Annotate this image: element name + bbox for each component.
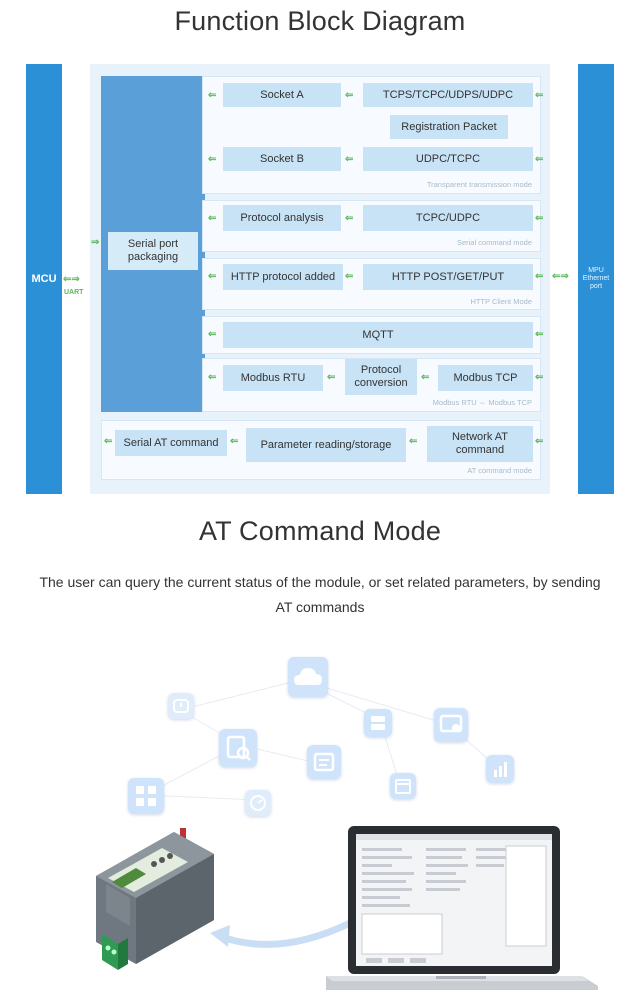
- protocol-conversion-block: Protocol conversion: [345, 359, 417, 395]
- socket-a-block: Socket A: [223, 83, 341, 107]
- network-icon: [128, 778, 164, 814]
- http-client-mode-label: HTTP Client Mode: [470, 297, 532, 306]
- http-methods-block: HTTP POST/GET/PUT: [363, 264, 533, 290]
- packaging-arrow-left-icon: ⇒: [91, 237, 100, 248]
- parameter-reading-storage-block: Parameter reading/storage: [246, 428, 406, 462]
- socket-a-protocols-block: TCPS/TCPC/UDPS/UDPC: [363, 83, 533, 107]
- calendar-icon: [390, 773, 416, 799]
- uart-arrow-icon: ⇐⇒: [63, 274, 80, 285]
- network-at-command-block: Network AT command: [427, 426, 533, 462]
- arrow-left-icon: ⇐: [535, 154, 544, 165]
- arrow-left-icon: ⇐: [409, 436, 418, 447]
- laptop-image: [326, 826, 598, 990]
- at-command-description: The user can query the current status of…: [10, 570, 630, 620]
- socket-b-protocols-block: UDPC/TCPC: [363, 147, 533, 171]
- cloud-icon: [288, 657, 328, 697]
- arrow-left-icon: ⇐: [345, 213, 354, 224]
- arrow-left-icon: ⇐: [208, 329, 217, 340]
- curved-arrow-icon: [210, 919, 354, 948]
- arrow-left-icon: ⇐: [345, 90, 354, 101]
- http-protocol-added-block: HTTP protocol added: [223, 264, 343, 290]
- arrow-left-icon: ⇐: [535, 271, 544, 282]
- server-icon: [364, 709, 392, 737]
- at-command-mode-label: AT command mode: [467, 466, 532, 475]
- arrow-left-icon: ⇐: [535, 213, 544, 224]
- registration-packet-block: Registration Packet: [390, 115, 508, 139]
- arrow-left-icon: ⇐: [535, 90, 544, 101]
- serial-at-command-block: Serial AT command: [115, 430, 227, 456]
- arrow-left-icon: ⇐: [421, 372, 430, 383]
- speedometer-icon: [245, 790, 271, 816]
- arrow-left-icon: ⇐: [208, 213, 217, 224]
- modbus-tcp-block: Modbus TCP: [438, 365, 533, 391]
- arrow-left-icon: ⇐: [345, 154, 354, 165]
- at-command-mode-title: AT Command Mode: [198, 516, 442, 546]
- arrow-left-icon: ⇐: [327, 372, 336, 383]
- arrow-left-icon: ⇐: [535, 372, 544, 383]
- function-block-diagram-title: Function Block Diagram: [174, 6, 466, 36]
- monitor-icon: [434, 708, 468, 742]
- mcu-bar: MCU: [26, 64, 62, 494]
- ethernet-arrow-icon: ⇐⇒: [552, 271, 569, 282]
- description-line-1: The user can query the current status of…: [39, 574, 601, 590]
- protocol-analysis-block: Protocol analysis: [223, 205, 341, 231]
- bar-chart-icon: [486, 755, 514, 783]
- arrow-left-icon: ⇐: [208, 372, 217, 383]
- tcpc-udpc-block: TCPC/UDPC: [363, 205, 533, 231]
- search-doc-icon: [219, 729, 257, 767]
- modbus-rtu-block: Modbus RTU: [223, 365, 323, 391]
- mcu-label: MCU: [31, 273, 57, 285]
- modbus-mode-label: Modbus RTU ⇔ Modbus TCP: [432, 398, 532, 407]
- serial-command-mode-label: Serial command mode: [456, 238, 532, 247]
- transparent-mode-label: Transparent transmission mode: [426, 180, 532, 189]
- uart-label: UART: [64, 289, 84, 296]
- description-line-2: AT commands: [275, 599, 365, 615]
- arrow-left-icon: ⇐: [208, 154, 217, 165]
- arrow-left-icon: ⇐: [208, 90, 217, 101]
- serial-ethernet-device: [96, 828, 214, 970]
- mqtt-block: MQTT: [223, 322, 533, 348]
- arrow-left-icon: ⇐: [535, 329, 544, 340]
- gauge-icon: [168, 693, 194, 719]
- socket-b-block: Socket B: [223, 147, 341, 171]
- serial-port-packaging-block: Serial port packaging: [108, 232, 198, 270]
- ethernet-port-bar: MPU Ethernet port: [578, 64, 614, 494]
- arrow-left-icon: ⇐: [535, 436, 544, 447]
- arrow-left-icon: ⇐: [104, 436, 113, 447]
- arrow-left-icon: ⇐: [208, 271, 217, 282]
- document-icon: [307, 745, 341, 779]
- arrow-left-icon: ⇐: [230, 436, 239, 447]
- ethernet-port-label: MPU Ethernet port: [582, 267, 610, 290]
- arrow-left-icon: ⇐: [345, 271, 354, 282]
